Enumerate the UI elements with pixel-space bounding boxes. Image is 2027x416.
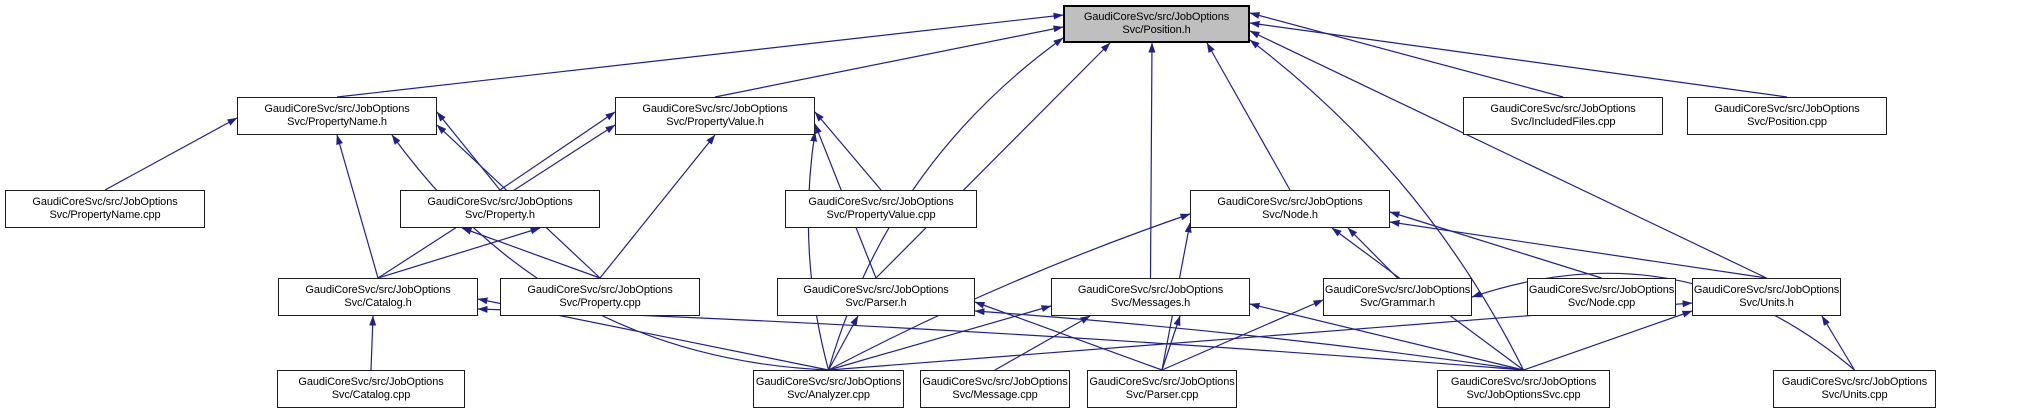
node-label-line2: Svc/JobOptionsSvc.cpp: [1466, 389, 1581, 401]
node-label-line1: GaudiCoreSvc/src/JobOptions: [1528, 283, 1675, 296]
node-label-line1: GaudiCoreSvc/src/JobOptions: [803, 283, 949, 296]
node-label-line2: Svc/Property.h: [465, 209, 535, 221]
node-label-line1: GaudiCoreSvc/src/JobOptions: [1490, 102, 1636, 115]
node-label-line1: GaudiCoreSvc/src/JobOptions: [755, 375, 902, 388]
node-label-line2: Svc/Message.cpp: [952, 389, 1038, 401]
edge-catalog_h-to-propertyname_h: [336, 134, 379, 279]
node-label-line2: Svc/Catalog.h: [344, 297, 412, 309]
node-label-line2: Svc/IncludedFiles.cpp: [1510, 116, 1616, 128]
node-label-line1: GaudiCoreSvc/src/JobOptions: [1217, 195, 1363, 208]
edge-catalog_h-to-property_h: [377, 227, 541, 279]
edge-analyzer_cpp-to-propertyvalue_h: [807, 131, 830, 371]
node-label-line1: GaudiCoreSvc/src/JobOptions: [1714, 102, 1860, 115]
node-label-line1: GaudiCoreSvc/src/JobOptions: [305, 283, 451, 296]
edge-grammar_h-to-node_h: [1347, 227, 1398, 279]
node-label-line2: Svc/Position.cpp: [1747, 116, 1827, 128]
edge-joboptionssvc_cpp-to-catalog_h: [477, 305, 1524, 371]
node-label-line1: GaudiCoreSvc/src/JobOptions: [1083, 10, 1230, 23]
edge-parser_cpp-to-messages_h: [1161, 315, 1181, 371]
node-label-line1: GaudiCoreSvc/src/JobOptions: [1450, 375, 1597, 388]
edge-analyzer_cpp-to-parser_h: [827, 315, 859, 371]
edge-analyzer_cpp-to-propertyname_h: [391, 134, 829, 371]
node-label-line2: Svc/Units.cpp: [1821, 389, 1888, 401]
node-label-line1: GaudiCoreSvc/src/JobOptions: [264, 102, 410, 115]
edge-node_cpp-to-node_h: [1389, 211, 1602, 279]
node-label-line1: GaudiCoreSvc/src/JobOptions: [1324, 283, 1471, 296]
edge-property_cpp-to-propertyvalue_h: [599, 134, 716, 279]
edge-node_h-to-position_h: [1206, 42, 1291, 191]
node-label-line1: GaudiCoreSvc/src/JobOptions: [1693, 283, 1840, 296]
node-label-line2: Svc/Property.cpp: [559, 297, 641, 309]
edge-position_cpp-to-position_h: [1249, 20, 1788, 98]
node-label-line1: GaudiCoreSvc/src/JobOptions: [427, 195, 573, 208]
node-label-line2: Svc/PropertyValue.cpp: [826, 209, 936, 221]
edge-propertyvalue_cpp-to-propertyvalue_h: [814, 111, 882, 191]
node-label-line2: Svc/Parser.cpp: [1125, 389, 1199, 401]
node-label-line2: Svc/Parser.h: [845, 297, 907, 309]
edge-message_cpp-to-messages_h: [994, 315, 1091, 371]
node-label-line2: Svc/Catalog.cpp: [331, 389, 411, 401]
node-label-line1: GaudiCoreSvc/src/JobOptions: [642, 102, 788, 115]
node-label-line2: Svc/PropertyName.cpp: [49, 209, 161, 221]
edge-property_h-to-propertyname_h: [436, 111, 501, 191]
node-label-line1: GaudiCoreSvc/src/JobOptions: [1077, 283, 1224, 296]
edge-units_h-to-node_h: [1389, 219, 1767, 279]
node-label-line2: Svc/PropertyValue.h: [666, 116, 764, 128]
node-label-line1: GaudiCoreSvc/src/JobOptions: [527, 283, 673, 296]
node-label-line1: GaudiCoreSvc/src/JobOptions: [808, 195, 954, 208]
edge-joboptionssvc_cpp-to-units_h: [1523, 310, 1693, 371]
node-label-line2: Svc/Analyzer.cpp: [787, 389, 870, 401]
edge-parser_h-to-position_h: [875, 42, 1111, 279]
edge-property_h-to-propertyvalue_h: [499, 111, 616, 191]
edge-property_cpp-to-property_h: [461, 227, 601, 279]
edge-catalog_cpp-to-catalog_h: [369, 315, 377, 371]
edge-propertyvalue_h-to-position_h: [714, 25, 1064, 98]
edge-messages_h-to-position_h: [1148, 42, 1156, 279]
node-label-line1: GaudiCoreSvc/src/JobOptions: [1089, 375, 1235, 388]
edge-propertyname_cpp-to-propertyname_h: [104, 117, 238, 191]
node-label-line1: GaudiCoreSvc/src/JobOptions: [298, 375, 444, 388]
node-label-line2: Svc/Messages.h: [1110, 297, 1191, 309]
node-label-line2: Svc/Node.cpp: [1567, 297, 1636, 309]
edge-includedfiles_cpp-to-position_h: [1249, 12, 1564, 98]
node-label-line1: GaudiCoreSvc/src/JobOptions: [922, 375, 1068, 388]
node-label-line2: Svc/Units.h: [1739, 297, 1794, 309]
edge-propertyname_h-to-position_h: [336, 12, 1064, 98]
edge-joboptionssvc_cpp-to-parser_h: [974, 308, 1524, 371]
node-label-line2: Svc/Node.h: [1262, 209, 1318, 221]
node-label-line2: Svc/Position.h: [1122, 24, 1191, 36]
edge-units_h-to-position_h: [1249, 30, 1767, 279]
node-label-line1: GaudiCoreSvc/src/JobOptions: [32, 195, 178, 208]
node-label-line2: Svc/Grammar.h: [1359, 297, 1436, 309]
node-label-line1: GaudiCoreSvc/src/JobOptions: [1781, 375, 1928, 388]
edge-units_cpp-to-units_h: [1821, 315, 1856, 371]
node-label-line2: Svc/PropertyName.h: [287, 116, 387, 128]
